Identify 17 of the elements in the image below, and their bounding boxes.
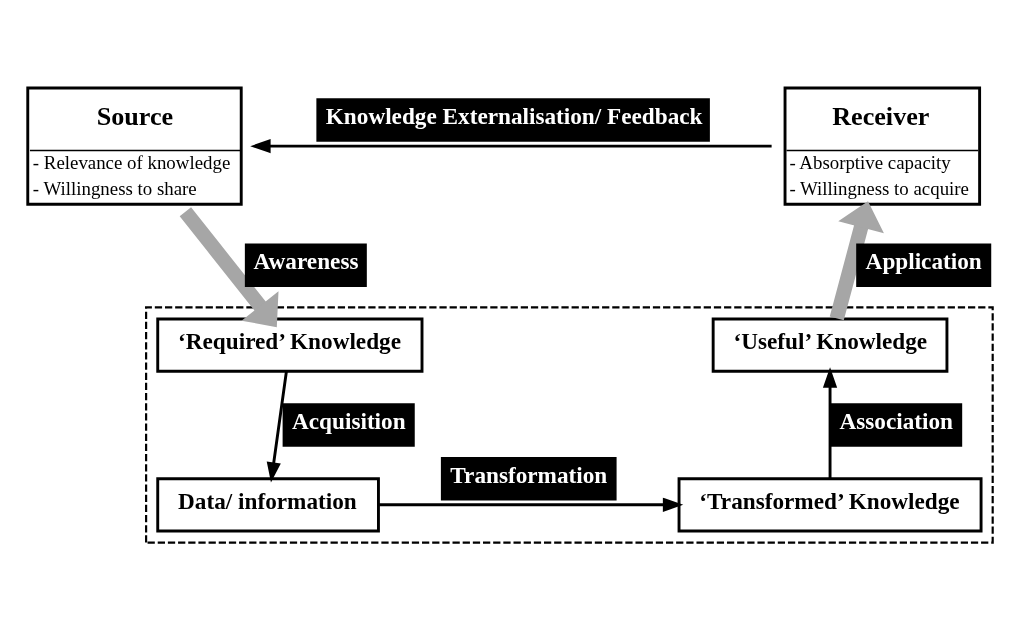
arrow [379, 497, 684, 512]
arrow [179, 207, 279, 328]
node-box: ‘Useful’ Knowledge [711, 317, 949, 373]
arrow [829, 201, 884, 321]
edge-label: Acquisition [292, 408, 406, 435]
node-box: ‘Transformed’ Knowledge [677, 477, 983, 533]
edge-label: Knowledge Externalisation/ Feedback [325, 103, 703, 130]
node-box: Data/ information [156, 477, 380, 533]
edge-label: Application [865, 248, 982, 275]
edge-label: Transformation [450, 461, 608, 488]
edge-label: Awareness [253, 248, 359, 275]
edge-label: Association [839, 408, 954, 435]
arrow [250, 139, 772, 154]
arrow [822, 367, 838, 479]
node-box: ‘Required’ Knowledge [156, 317, 424, 373]
arrow [266, 371, 288, 483]
cluster [145, 306, 994, 544]
